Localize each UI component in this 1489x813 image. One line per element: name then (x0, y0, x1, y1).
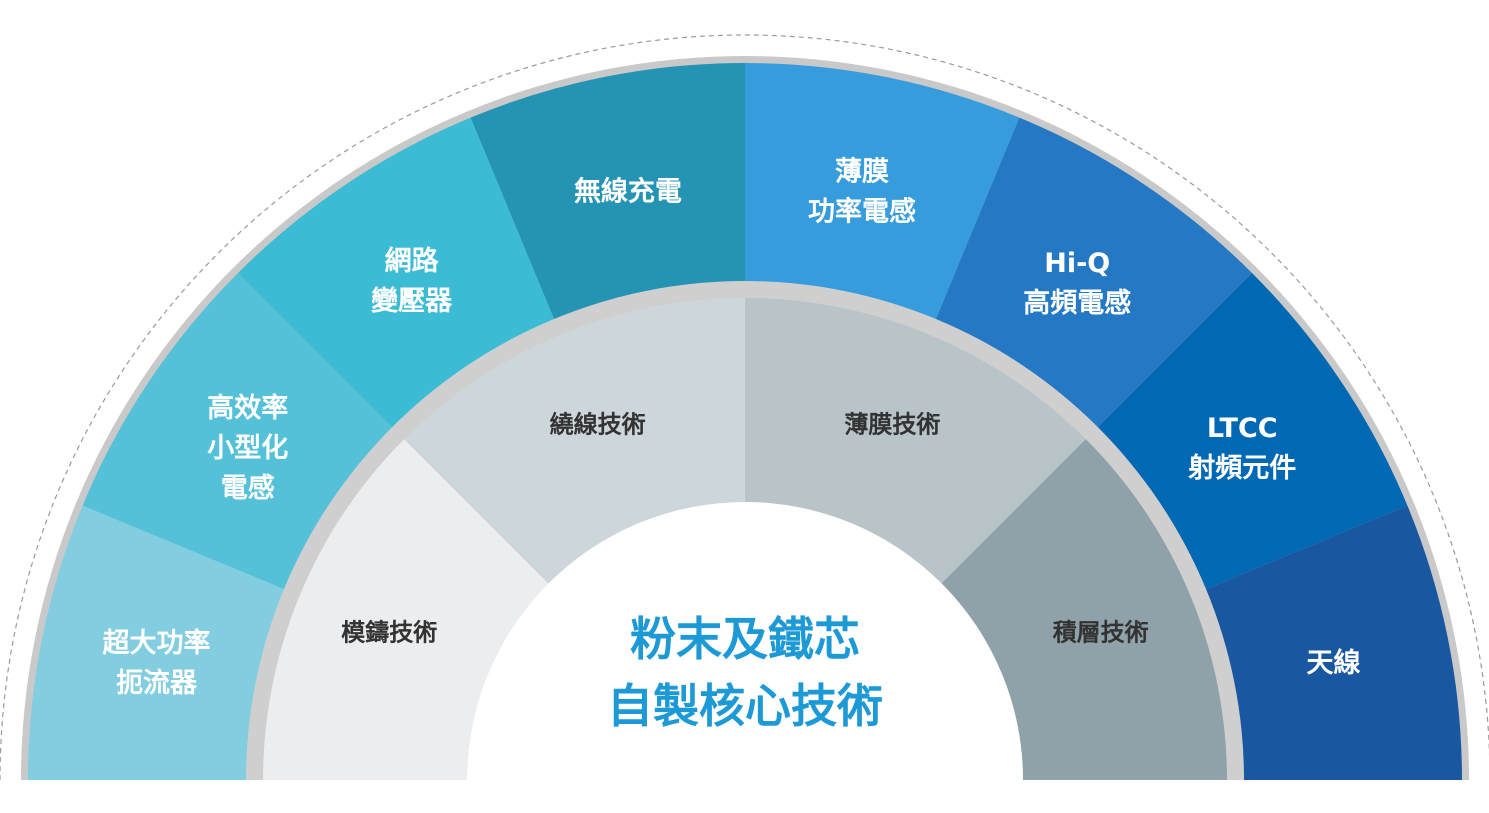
inner-segment-3-label: 薄膜技術 (844, 410, 940, 438)
inner-segment-4 (941, 439, 1227, 780)
inner-segment-4-label: 積層技術 (1053, 619, 1149, 647)
outer-segment-5-label-line-1: 薄膜 (835, 157, 889, 188)
inner-segment-2 (404, 298, 745, 584)
outer-segment-7-label-line-2: 射頻元件 (1187, 453, 1296, 484)
outer-segment-8-label-line-1: 天線 (1306, 647, 1360, 679)
inner-segment-1-label: 模鑄技術 (341, 619, 437, 647)
outer-segment-3-label-line-2: 變壓器 (371, 285, 453, 317)
outer-segment-1-label-line-1: 超大功率 (103, 627, 211, 659)
center-title-line1: 粉末及鐵芯 (630, 612, 860, 666)
outer-segment-6-label-line-2: 高頻電感 (1023, 287, 1131, 319)
outer-segment-3 (238, 117, 559, 435)
outer-segment-8 (1195, 505, 1462, 780)
outer-segment-4 (470, 63, 745, 330)
outer-segment-5-label-line-2: 功率電感 (808, 196, 916, 228)
dashed-guide-arc (0, 34, 1489, 781)
outer-segment-5 (745, 63, 1020, 330)
inner-segment-2-label: 繞線技術 (550, 410, 646, 438)
center-title: 粉末及鐵芯 自製核心技術 (607, 612, 883, 733)
outer-segment-2-label-line-2: 小型化 (207, 433, 288, 464)
outer-segment-4-label-line-1: 無線充電 (574, 176, 682, 208)
outer-segment-3-label-line-1: 網路 (385, 245, 440, 277)
center-disc (467, 502, 1023, 780)
inner-segment-3 (745, 298, 1086, 584)
outer-segment-6-label-line-1: Hi-Q (1044, 248, 1110, 279)
center-title-line2: 自製核心技術 (607, 679, 883, 733)
outer-segment-6 (931, 117, 1252, 435)
outer-segment-2-label-line-1: 高效率 (207, 392, 288, 424)
outer-segment-2-label-line-3: 電感 (221, 472, 275, 504)
outer-segment-1-label-line-2: 扼流器 (116, 668, 198, 699)
outer-segment-7-label-line-1: LTCC (1207, 413, 1278, 444)
outer-segment-7 (1090, 273, 1408, 594)
inner-segment-1 (263, 439, 549, 780)
outer-segment-1 (28, 505, 295, 780)
outer-segment-2 (82, 273, 400, 594)
